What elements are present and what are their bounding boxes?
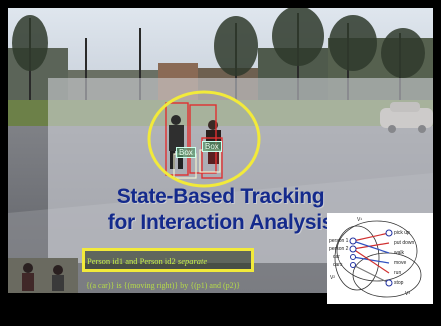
tree-crowns (12, 8, 425, 78)
state-v2-ellipse (334, 225, 380, 291)
graph-node-label-7: walk (394, 250, 405, 256)
graph-state-label-2: V² (330, 275, 335, 281)
caption-main-verb: separate (177, 256, 208, 266)
highlight-ellipse (147, 90, 261, 188)
caption-highlight-box (82, 248, 254, 272)
state-v1-ellipse (336, 220, 418, 282)
graph-node-label-4: cars (333, 262, 343, 268)
track-box-red-1 (165, 102, 189, 176)
graph-edges (352, 232, 390, 284)
caption-main: Person id1 and Person id2 separate (87, 256, 207, 266)
graph-node-label-10: stop (394, 280, 404, 286)
box-label-2: Box (202, 141, 222, 152)
graph-state-label-1: V¹ (357, 217, 362, 223)
graph-nodes (349, 229, 393, 287)
state-graph-panel: person 1 person 2 car cars pick up put d… (327, 213, 433, 304)
graph-node-label-5: pick up (394, 230, 410, 236)
slide-title-line-1: State-Based Tracking (116, 185, 325, 208)
track-box-red-2 (189, 104, 217, 174)
graph-node-label-6: put down (394, 240, 415, 246)
graph-node-label-9: run (394, 270, 402, 276)
graph-node-label-3: car (333, 254, 340, 260)
track-box-red-3 (201, 137, 223, 179)
graph-node-label-2: person 2 (329, 246, 349, 252)
graph-node-label-8: move (394, 260, 407, 266)
state-v3-ellipse (352, 252, 422, 298)
inset-thumbnail (8, 258, 78, 293)
graph-state-label-3: V³ (405, 291, 410, 297)
slide-title-line-2: for Interaction Analysis (107, 211, 334, 234)
caption-main-text: Person id1 and Person id2 (87, 256, 176, 266)
graph-node-label-1: person 1 (329, 238, 349, 244)
state-graph (334, 220, 422, 298)
person-1 (169, 115, 184, 169)
caption-sub: {(a car)} is {(moving right)} by {(p1) a… (86, 281, 241, 290)
box-label-1: Box (176, 147, 196, 158)
